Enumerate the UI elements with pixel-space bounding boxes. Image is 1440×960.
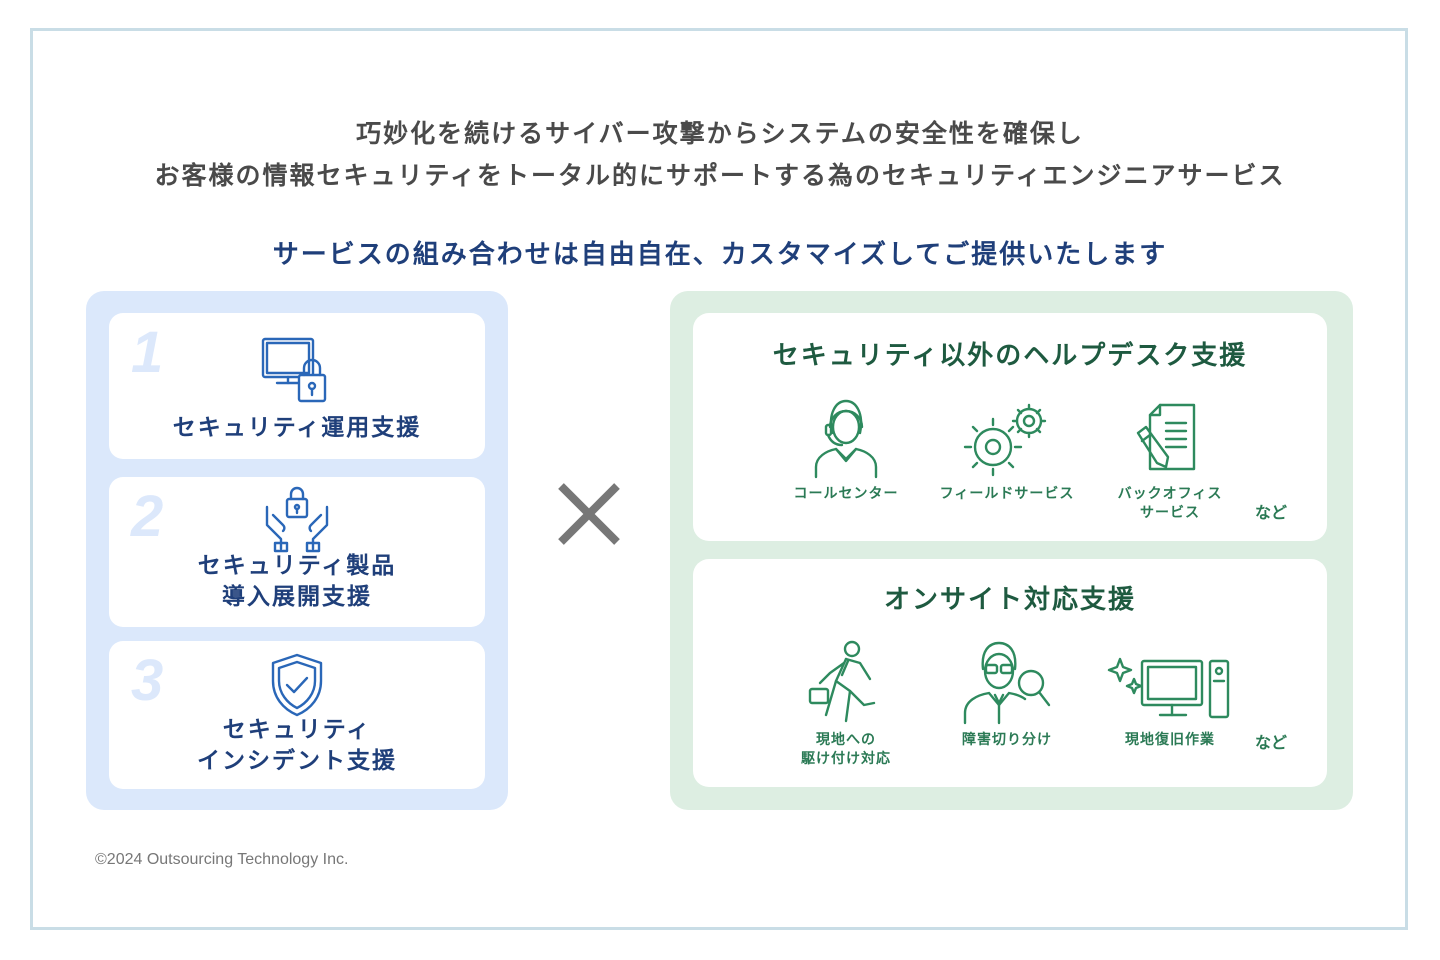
shield-check-icon <box>271 653 323 717</box>
running-person-icon <box>808 640 876 723</box>
etc-label: など <box>1255 503 1288 522</box>
item-label-line-2: サービス <box>1140 505 1200 521</box>
card-caption-line-2: 導入展開支援 <box>222 584 372 610</box>
heading-line-2: お客様の情報セキュリティをトータル的にサポートする為のセキュリティエンジニアサー… <box>154 161 1286 190</box>
onsite-item-recovery: 現地復旧作業 <box>1095 639 1245 750</box>
times-operator-icon <box>558 483 620 545</box>
item-label-line-1: バックオフィス <box>1117 486 1223 502</box>
card-number: 1 <box>131 320 164 385</box>
onsite-title: オンサイト対応支援 <box>883 585 1136 615</box>
security-card-1: 1 セキュリティ運用支援 <box>109 313 485 459</box>
card-caption-line-1: セキュリティ製品 <box>197 553 397 579</box>
desktop-pc-icon <box>1107 657 1230 719</box>
card-caption-line-1: セキュリティ <box>222 717 372 743</box>
security-card-2: 2 セキュリティ製品 導入展開支援 <box>109 477 485 627</box>
item-label-line-2: 駆け付け対応 <box>801 751 891 767</box>
gears-icon <box>963 403 1047 477</box>
security-services-panel: 1 セキュリティ運用支援 2 セ <box>86 291 508 810</box>
monitor-lock-icon <box>261 337 327 403</box>
helpdesk-item-fieldservice: フィールドサービス <box>932 397 1082 504</box>
onsite-item-dispatch: 現地への 駆け付け対応 <box>771 639 921 769</box>
onsite-card: オンサイト対応支援 現地への 駆け付け対応 <box>693 559 1327 787</box>
hands-lock-icon <box>265 486 329 553</box>
copyright: ©2024 Outsourcing Technology Inc. <box>95 851 349 868</box>
card-number: 3 <box>131 648 164 713</box>
lead-text: サービスの組み合わせは自由自在、カスタマイズしてご提供いたします <box>272 240 1168 270</box>
card-caption-line-2: インシデント支援 <box>197 748 397 774</box>
helpdesk-item-callcenter: コールセンター <box>771 397 921 504</box>
engineer-magnifier-icon <box>963 641 1051 725</box>
onsite-item-isolation: 障害切り分け <box>932 639 1082 750</box>
card-caption: セキュリティ運用支援 <box>172 415 422 441</box>
item-label-line-1: 現地への <box>816 732 876 748</box>
card-number: 2 <box>131 484 164 549</box>
helpdesk-title: セキュリティ以外のヘルプデスク支援 <box>772 341 1248 371</box>
item-label: 現地復旧作業 <box>1125 732 1215 748</box>
item-label: フィールドサービス <box>939 486 1075 502</box>
operator-headset-icon <box>814 399 878 479</box>
support-services-panel: セキュリティ以外のヘルプデスク支援 コールセンター <box>670 291 1353 810</box>
item-label: 障害切り分け <box>962 732 1052 748</box>
heading-line-1: 巧妙化を続けるサイバー攻撃からシステムの安全性を確保し <box>356 119 1084 148</box>
etc-label: など <box>1255 733 1288 752</box>
helpdesk-item-backoffice: バックオフィス サービス <box>1095 397 1245 523</box>
item-label: コールセンター <box>793 486 899 502</box>
slide-frame <box>30 28 1408 930</box>
helpdesk-card: セキュリティ以外のヘルプデスク支援 コールセンター <box>693 313 1327 541</box>
document-pen-icon <box>1136 403 1196 471</box>
security-card-3: 3 セキュリティ インシデント支援 <box>109 641 485 789</box>
